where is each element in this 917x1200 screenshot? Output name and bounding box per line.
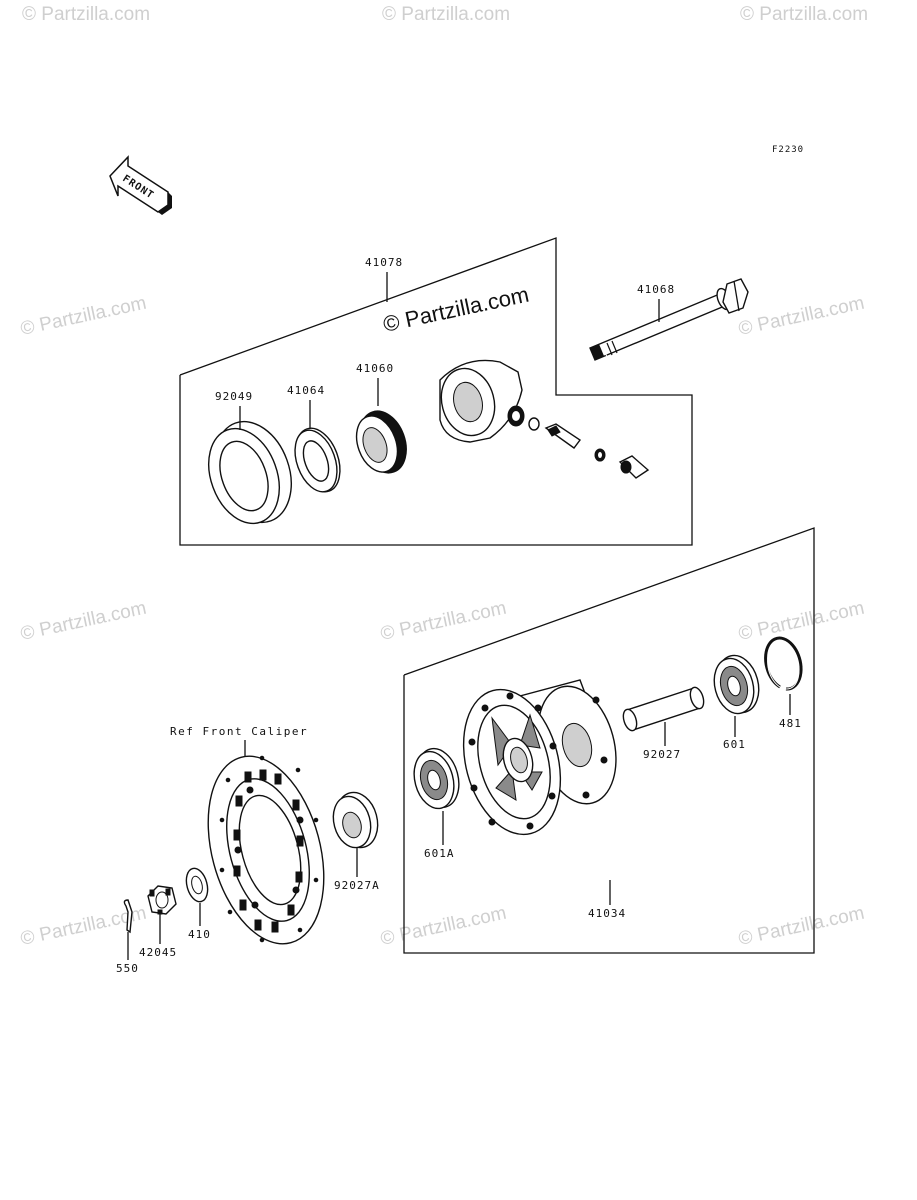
- lower-assembly-box: [403, 527, 815, 954]
- watermark: © Partzilla.com: [22, 4, 150, 25]
- watermark: © Partzilla.com: [19, 598, 149, 645]
- gearbox-housing: [439, 359, 525, 443]
- brake-disc: [207, 755, 325, 945]
- callout-601A: 601A: [424, 847, 455, 860]
- washer-41064: [294, 427, 341, 493]
- watermark: © Partzilla.com: [737, 598, 867, 645]
- castle-nut-42045: [147, 885, 177, 915]
- watermark: © Partzilla.com: [19, 293, 149, 340]
- cotter-pin-550: [123, 899, 133, 934]
- callout-92049: 92049: [215, 390, 253, 403]
- callout-481: 481: [779, 717, 802, 730]
- bearing-601A: [413, 747, 460, 810]
- watermark: © Partzilla.com: [737, 293, 867, 340]
- gear-41060: [355, 410, 407, 474]
- watermark: © Partzilla.com: [737, 903, 867, 950]
- callout-550: 550: [116, 962, 139, 975]
- washer-410: [185, 867, 209, 903]
- callout-41068: 41068: [637, 283, 675, 296]
- callout-41078: 41078: [365, 256, 403, 269]
- callout-42045: 42045: [139, 946, 177, 959]
- axle-41068: [589, 278, 749, 361]
- callout-41034: 41034: [588, 907, 626, 920]
- callout-92027A: 92027A: [334, 879, 380, 892]
- callout-92027: 92027: [643, 748, 681, 761]
- figure-code: F2230: [772, 145, 804, 155]
- watermark: © Partzilla.com: [379, 598, 509, 645]
- reference-label: Ref Front Caliper: [170, 725, 308, 738]
- watermark: © Partzilla.com: [740, 4, 868, 25]
- collar-92027A: [332, 791, 379, 849]
- watermark: © Partzilla.com: [379, 903, 509, 950]
- callout-41064: 41064: [287, 384, 325, 397]
- upper-assembly-box: [179, 237, 693, 546]
- spacer-92027: [622, 686, 705, 732]
- callout-601: 601: [723, 738, 746, 751]
- circlip-481: [764, 636, 803, 691]
- wheel-hub-41034: [462, 679, 617, 836]
- callout-41060: 41060: [356, 362, 394, 375]
- callout-410: 410: [188, 928, 211, 941]
- watermark-main: © Partzilla.com: [381, 282, 531, 337]
- front-arrow-icon: FRONT: [109, 155, 172, 215]
- driven-gear-parts: [528, 417, 650, 479]
- watermark: © Partzilla.com: [382, 4, 510, 25]
- bearing-601: [713, 654, 760, 715]
- seal-92049: [208, 420, 292, 525]
